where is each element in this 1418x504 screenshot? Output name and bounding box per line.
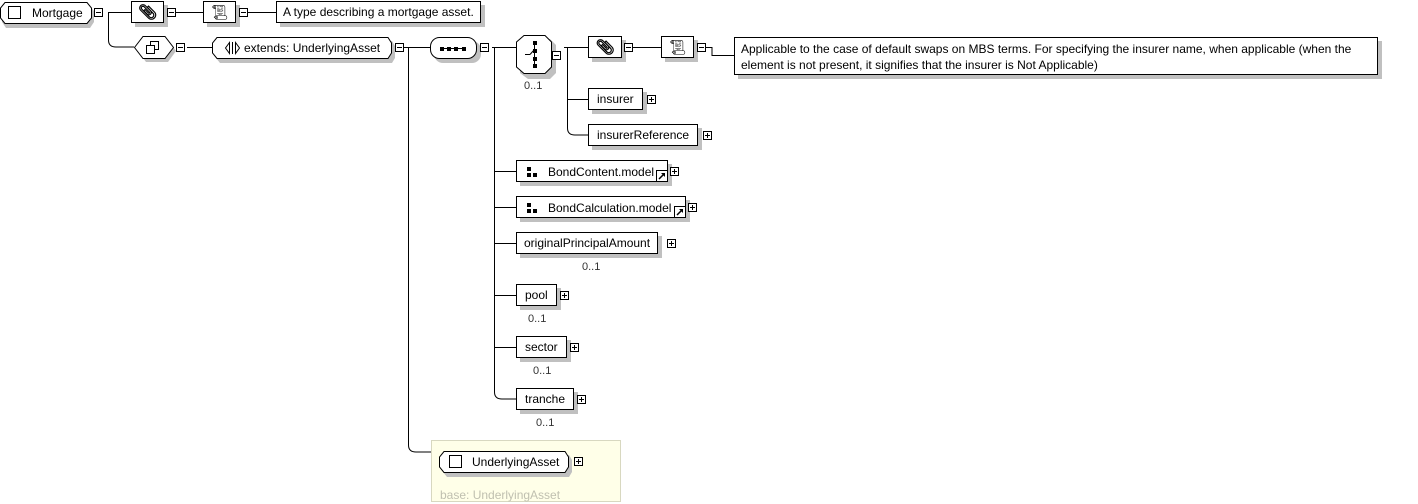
- extension-node[interactable]: extends: UnderlyingAsset: [212, 37, 395, 63]
- expand-toggle[interactable]: [688, 203, 697, 212]
- cardinality: 0..1: [536, 417, 555, 429]
- group-ref-bond-content-model[interactable]: BondContent.model: [516, 160, 668, 182]
- documentation-text: A type describing a mortgage asset.: [276, 1, 481, 23]
- reference-arrow-icon: [656, 170, 668, 182]
- complex-type-underlying-asset[interactable]: UnderlyingAsset: [439, 451, 572, 477]
- documentation-node[interactable]: 📜︎: [203, 1, 236, 23]
- expand-toggle[interactable]: [647, 95, 656, 104]
- collapse-toggle[interactable]: [395, 43, 404, 52]
- group-ref-bond-calculation-model[interactable]: BondCalculation.model: [516, 196, 686, 218]
- cardinality: 0..1: [528, 313, 547, 325]
- collapse-toggle[interactable]: [697, 43, 706, 52]
- element-original-principal-amount[interactable]: originalPrincipalAmount: [516, 232, 659, 254]
- cardinality: 0..1: [533, 365, 552, 377]
- element-pool[interactable]: pool: [516, 284, 557, 306]
- expand-toggle[interactable]: [670, 167, 679, 176]
- complex-type-mortgage[interactable]: Mortgage: [0, 2, 94, 28]
- choice-shape: [516, 35, 556, 79]
- expand-toggle[interactable]: [667, 239, 676, 248]
- extension-shape: [212, 37, 395, 63]
- complex-type-shape: [439, 451, 572, 477]
- complex-content-node[interactable]: [134, 36, 176, 62]
- base-caption: base: UnderlyingAsset: [440, 488, 561, 502]
- annotation-node[interactable]: 📎︎: [588, 36, 622, 58]
- sequence-node[interactable]: [430, 37, 481, 63]
- expand-toggle[interactable]: [570, 343, 579, 352]
- group-model-icon: [527, 203, 538, 213]
- group-model-icon: [527, 167, 538, 177]
- scroll-icon: 📜︎: [210, 3, 229, 20]
- element-tranche[interactable]: tranche: [516, 388, 575, 410]
- expand-toggle[interactable]: [560, 291, 569, 300]
- paperclip-icon: 📎︎: [595, 39, 615, 56]
- element-insurer[interactable]: insurer: [588, 88, 643, 110]
- annotation-node[interactable]: 📎︎: [131, 1, 164, 23]
- cardinality: 0..1: [582, 261, 601, 273]
- collapse-toggle[interactable]: [480, 43, 489, 52]
- cardinality: 0..1: [524, 80, 543, 92]
- collapse-toggle[interactable]: [552, 51, 561, 60]
- scroll-icon: 📜︎: [668, 38, 687, 55]
- collapse-toggle[interactable]: [176, 43, 185, 52]
- collapse-toggle[interactable]: [624, 43, 633, 52]
- complex-type-shape: [0, 2, 94, 28]
- complex-type-icon: [8, 6, 21, 19]
- expand-toggle[interactable]: [574, 457, 583, 466]
- complex-content-shape: [134, 36, 176, 62]
- collapse-toggle[interactable]: [167, 8, 176, 17]
- expand-toggle[interactable]: [703, 131, 712, 140]
- collapse-toggle[interactable]: [94, 8, 103, 17]
- paperclip-icon: 📎︎: [137, 4, 158, 21]
- expand-toggle[interactable]: [577, 395, 586, 404]
- extension-label: extends: UnderlyingAsset: [244, 41, 381, 55]
- collapse-toggle[interactable]: [239, 8, 248, 17]
- sequence-shape: [430, 37, 481, 63]
- documentation-node[interactable]: 📜︎: [661, 36, 694, 58]
- element-sector[interactable]: sector: [516, 336, 567, 358]
- reference-arrow-icon: [674, 206, 686, 218]
- documentation-text: Applicable to the case of default swaps …: [734, 37, 1378, 75]
- element-insurer-reference[interactable]: insurerReference: [588, 124, 699, 146]
- type-name: Mortgage: [32, 6, 83, 20]
- choice-node[interactable]: [516, 35, 556, 79]
